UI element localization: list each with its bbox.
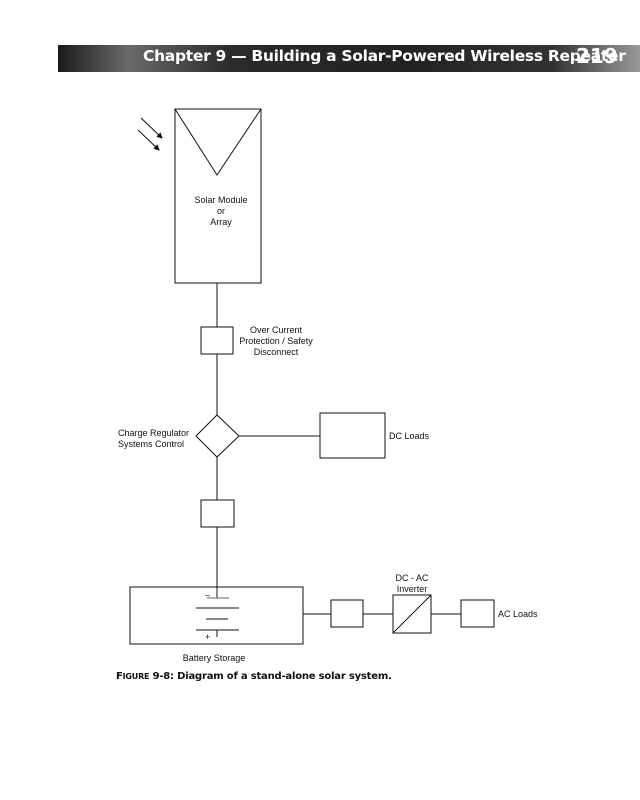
battery-plus-sign: + bbox=[205, 632, 210, 642]
inverter-fuse-box bbox=[330, 599, 364, 628]
inverter-diagonal bbox=[392, 594, 432, 634]
over-current-label-2: Protection / Safety bbox=[239, 336, 313, 346]
battery-symbol bbox=[196, 587, 239, 637]
chapter-title: Chapter 9 — Building a Solar-Powered Wir… bbox=[143, 47, 626, 65]
sunlight-ray-arrow-2 bbox=[137, 129, 160, 151]
figure-number: 9-8: bbox=[149, 671, 178, 682]
solar-module-v-symbol bbox=[174, 108, 262, 176]
over-current-protection-box bbox=[200, 326, 234, 355]
battery-minus-sign: – bbox=[205, 590, 210, 600]
dc-loads-label: DC Loads bbox=[389, 431, 430, 441]
solar-module-box bbox=[174, 108, 262, 284]
figure-prefix-big: F bbox=[116, 671, 123, 682]
charge-regulator-label-2: Systems Control bbox=[118, 439, 184, 449]
chapter-header-bar bbox=[58, 45, 640, 72]
battery-storage-label: Battery Storage bbox=[183, 653, 246, 663]
battery-fuse-box bbox=[200, 499, 235, 528]
over-current-label-1: Over Current bbox=[250, 325, 303, 335]
figure-caption: FIGURE 9-8: Diagram of a stand-alone sol… bbox=[116, 671, 392, 682]
solar-module-label-3: Array bbox=[210, 217, 232, 227]
sunlight-ray-arrow-1 bbox=[140, 117, 163, 139]
charge-regulator-label-1: Charge Regulator bbox=[118, 428, 189, 438]
page-number: 219 bbox=[576, 44, 618, 68]
ac-loads-label: AC Loads bbox=[498, 609, 538, 619]
inverter-label-2: Inverter bbox=[397, 584, 428, 594]
dc-loads-box bbox=[319, 412, 386, 459]
solar-module-label-1: Solar Module bbox=[194, 195, 247, 205]
inverter-label-1: DC - AC bbox=[395, 573, 429, 583]
over-current-label-3: Disconnect bbox=[254, 347, 299, 357]
solar-module-label-2: or bbox=[217, 206, 225, 216]
charge-regulator-diamond bbox=[195, 414, 240, 458]
figure-caption-text: Diagram of a stand-alone solar system. bbox=[177, 671, 392, 682]
ac-loads-box bbox=[460, 599, 495, 628]
figure-prefix-small: IGURE bbox=[122, 672, 150, 681]
